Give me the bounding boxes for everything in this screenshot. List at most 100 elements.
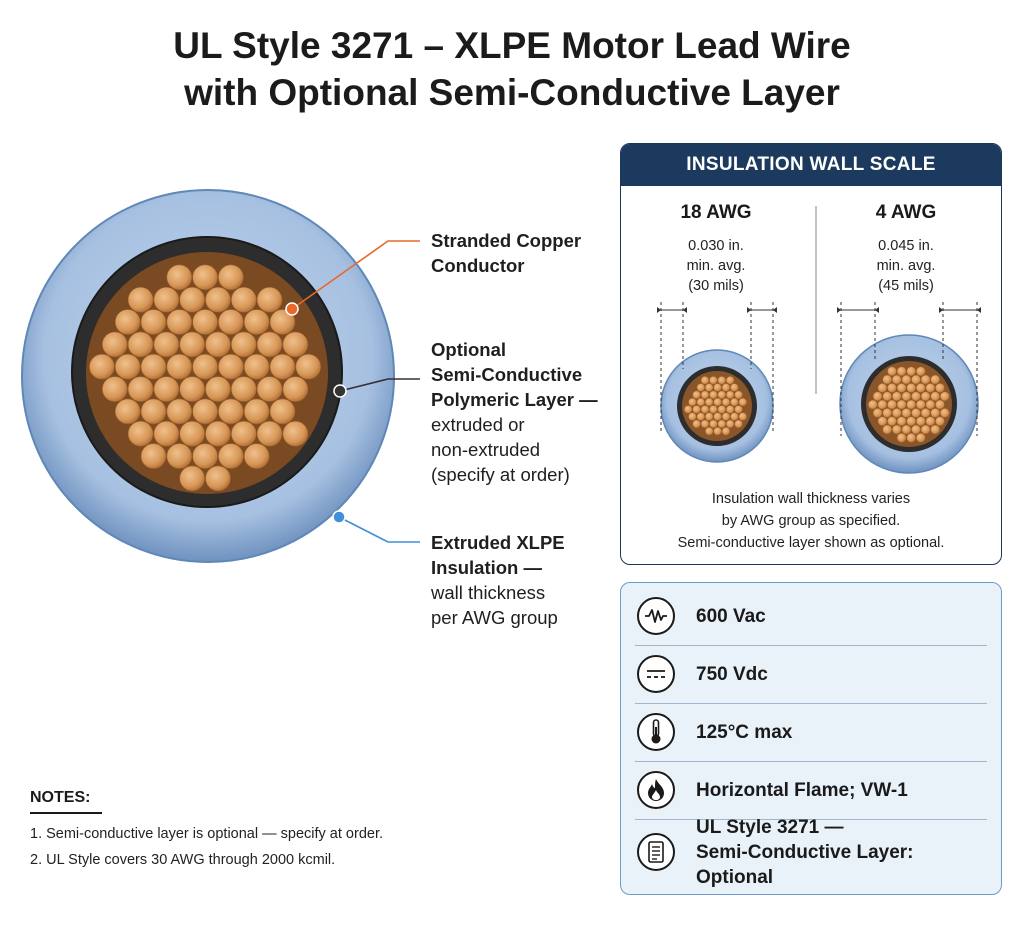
left-dimension-marker [660, 302, 774, 434]
copper-strand [192, 353, 218, 380]
copper-strand [891, 374, 902, 385]
copper-strand [891, 424, 902, 435]
copper-strand [730, 412, 739, 421]
insulation-callout-line-2: Insulation — [431, 557, 542, 578]
copper-strand [166, 398, 193, 425]
copper-strand [192, 309, 218, 335]
scale-cross-sections [657, 206, 981, 474]
copper-strand [269, 353, 296, 380]
copper-strand [882, 374, 893, 385]
copper-strand [717, 419, 727, 429]
spec-row-dc-voltage: 750 Vdc [635, 645, 987, 704]
copper-strand [709, 376, 718, 385]
flame-icon [637, 771, 675, 809]
copper-strand [725, 390, 735, 400]
conductor-callout-line-2: Conductor [431, 255, 525, 276]
copper-strand [734, 390, 743, 400]
left-mils: (30 mils) [688, 278, 744, 294]
copper-strand [939, 391, 950, 402]
copper-strand [114, 353, 141, 380]
copper-strand [877, 416, 888, 427]
spec-ul-style-line-1: UL Style 3271 — [696, 816, 844, 838]
copper-strand [920, 391, 931, 402]
right-basis: min. avg. [876, 258, 936, 274]
copper-strand [906, 399, 917, 410]
left-basis: min. avg. [686, 258, 746, 274]
copper-strand [901, 424, 912, 435]
copper-strand [920, 374, 931, 385]
copper-strand [911, 424, 921, 435]
semicon-callout-line-5: non-extruded [431, 439, 541, 460]
copper-strand [218, 443, 244, 469]
copper-strand [205, 420, 231, 447]
copper-strand [696, 397, 706, 407]
copper-strand [127, 286, 154, 313]
copper-strand [730, 383, 739, 392]
copper-strand [704, 397, 714, 407]
spec-dc-voltage: 750 Vdc [696, 663, 768, 685]
copper-strand [887, 382, 897, 393]
spec-row-flame: Horizontal Flame; VW-1 [635, 761, 987, 820]
copper-strand [269, 398, 296, 425]
title-line-2: with Optional Semi-Conductive Layer [184, 72, 840, 113]
copper-strand [877, 382, 888, 393]
copper-strand [153, 331, 180, 358]
copper-strand [738, 397, 748, 407]
spec-ul-style: UL Style 3271 — Semi-Conductive Layer: O… [696, 815, 987, 890]
copper-strand [256, 286, 283, 313]
insulation-callout-line-3: wall thickness [431, 582, 546, 603]
copper-strand [127, 331, 154, 358]
copper-strand [935, 416, 945, 427]
copper-strand [725, 419, 735, 429]
copper-strand [877, 399, 888, 410]
spec-temperature: 125°C max [696, 721, 793, 743]
scale-note-line-2: by AWG group as specified. [721, 513, 901, 529]
copper-strand [218, 264, 244, 291]
insulation-callout-line-4: per AWG group [431, 607, 558, 628]
copper-strand [896, 366, 907, 377]
semicon-callout-dot [333, 384, 347, 398]
copper-strand [915, 416, 926, 427]
copper-strand [692, 390, 701, 400]
copper-strand [192, 398, 218, 425]
copper-strand [704, 412, 714, 421]
semicon-callout-line-6: (specify at order) [431, 464, 570, 485]
left-thickness-block: 0.030 in. min. avg. (30 mils) [621, 236, 811, 296]
copper-strand [218, 353, 244, 380]
scale-right-column: 4 AWG 0.045 in. min. avg. (45 mils) [811, 202, 1001, 296]
copper-strand [713, 383, 722, 392]
copper-strand [102, 331, 128, 358]
copper-strand [166, 443, 193, 469]
copper-strand [872, 391, 883, 402]
copper-strand [282, 331, 309, 358]
semicon-callout: Optional Semi-Conductive Polymeric Layer… [431, 337, 598, 487]
copper-strand [127, 420, 154, 447]
copper-strand [166, 264, 193, 291]
copper-strand [709, 419, 718, 429]
copper-strand [256, 376, 283, 402]
copper-strand [140, 398, 167, 425]
copper-strand [915, 366, 926, 377]
copper-strand [725, 405, 735, 414]
copper-strand [925, 416, 936, 427]
note-item-1: 1. Semi-conductive layer is optional — s… [30, 826, 383, 842]
copper-strand [896, 416, 907, 427]
copper-strand [205, 331, 231, 358]
copper-strand [930, 374, 941, 385]
spec-ul-style-line-2: Semi-Conductive Layer: Optional [696, 841, 914, 888]
copper-strand [734, 419, 743, 429]
thermometer-icon [637, 713, 675, 751]
copper-strand [700, 419, 710, 429]
copper-strand [911, 407, 921, 418]
copper-strand [231, 420, 257, 447]
copper-strand [166, 309, 193, 335]
copper-strand [153, 286, 180, 313]
copper-strand [688, 412, 697, 421]
copper-strand [179, 376, 205, 402]
copper-strand [935, 399, 945, 410]
specifications-panel: 600 Vac 750 Vdc 125°C max Horizontal Fla… [620, 582, 1002, 895]
copper-strand [127, 376, 154, 402]
semicon-callout-line [339, 378, 420, 392]
copper-strand [205, 465, 231, 492]
